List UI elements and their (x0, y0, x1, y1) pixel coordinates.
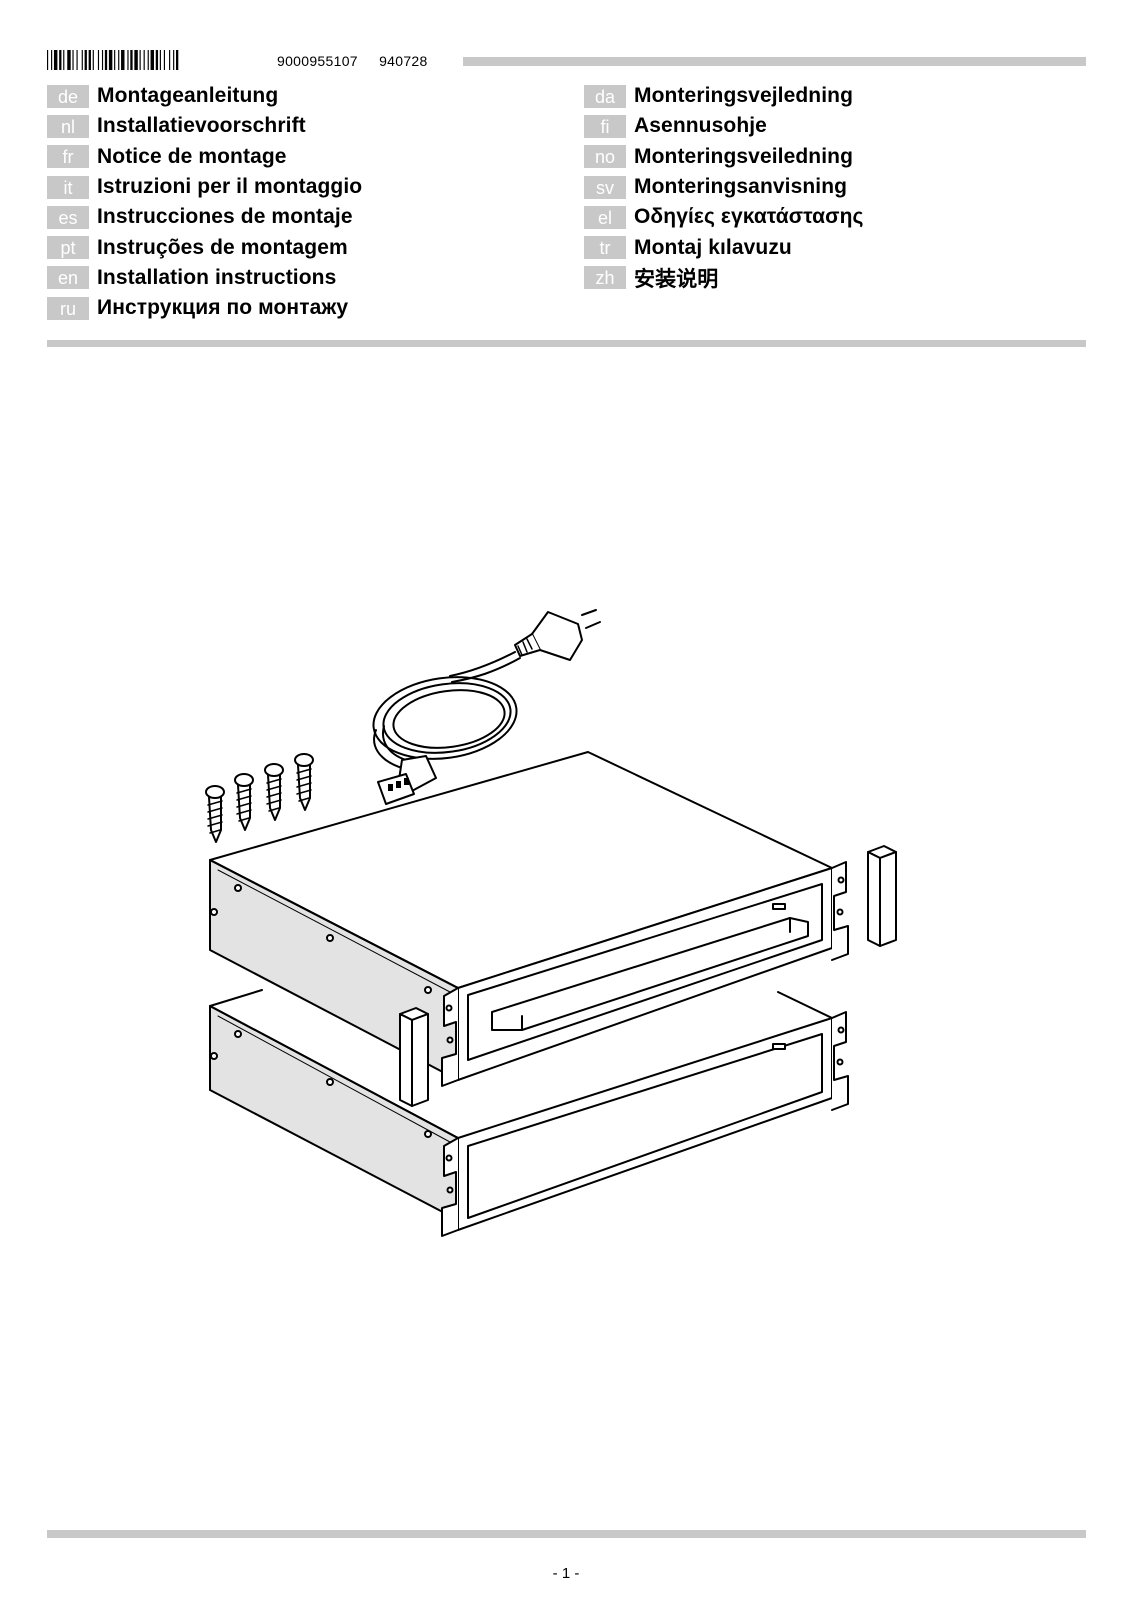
language-code-badge: el (584, 205, 626, 229)
footer-divider (47, 1530, 1086, 1538)
list-item: pt Instruções de montagem (47, 232, 362, 262)
language-code-badge: de (47, 84, 89, 108)
language-title: Notice de montage (97, 144, 287, 168)
list-item: fr Notice de montage (47, 142, 362, 172)
revision-code: 940728 (379, 53, 428, 69)
language-code-badge: fi (584, 114, 626, 138)
language-code-badge: ru (47, 296, 89, 320)
list-item: es Instrucciones de montaje (47, 202, 362, 232)
list-item: ru Инструкция по монтажу (47, 293, 362, 323)
language-title: Monteringsveiledning (634, 144, 854, 168)
list-item: no Monteringsveiledning (584, 142, 864, 172)
language-code-badge: tr (584, 236, 626, 260)
product-illustration (205, 609, 897, 1237)
language-title: 安装说明 (634, 267, 719, 291)
language-code-badge: it (47, 175, 89, 199)
language-title: Montageanleitung (97, 84, 279, 108)
list-item: tr Montaj kılavuzu (584, 232, 864, 262)
language-list-left: de Montageanleitung nl Installatievoorsc… (47, 81, 362, 323)
list-item: nl Installatievoorschrift (47, 111, 362, 141)
document-numbers: 9000955107 940728 (277, 53, 445, 69)
language-code-badge: es (47, 205, 89, 229)
list-item: da Monteringsvejledning (584, 81, 864, 111)
list-item: sv Monteringsanvisning (584, 172, 864, 202)
language-list-right: da Monteringsvejledning fi Asennusohje n… (584, 81, 864, 293)
drawer-unit-illustration (209, 751, 849, 1087)
list-item: en Installation instructions (47, 263, 362, 293)
part-number: 9000955107 (277, 53, 358, 69)
header-divider-bottom (47, 340, 1086, 347)
language-title: Montaj kılavuzu (634, 235, 792, 259)
language-code-badge: pt (47, 236, 89, 260)
list-item: el Οδηγίες εγκατάστασης (584, 202, 864, 232)
power-cord-illustration (372, 609, 601, 805)
language-title: Instrucciones de montaje (97, 205, 353, 229)
language-title: Monteringsanvisning (634, 175, 848, 199)
language-code-badge: en (47, 266, 89, 290)
language-code-badge: nl (47, 114, 89, 138)
language-code-badge: da (584, 84, 626, 108)
language-code-badge: sv (584, 175, 626, 199)
language-title: Installation instructions (97, 265, 337, 289)
header-divider-top (463, 57, 1086, 66)
screws-illustration (205, 753, 314, 843)
list-item: fi Asennusohje (584, 111, 864, 141)
language-title: Asennusohje (634, 114, 767, 138)
language-title: Monteringsvejledning (634, 84, 854, 108)
language-title: Οδηγίες εγκατάστασης (634, 205, 864, 229)
base-unit-illustration (209, 989, 849, 1237)
language-code-badge: fr (47, 145, 89, 169)
list-item: it Istruzioni per il montaggio (47, 172, 362, 202)
barcode (47, 50, 179, 70)
language-code-badge: no (584, 145, 626, 169)
language-title: Istruzioni per il montaggio (97, 175, 363, 199)
list-item: zh 安装说明 (584, 263, 864, 293)
page-number: - 1 - (552, 1565, 580, 1582)
language-title: Instruções de montagem (97, 235, 348, 259)
language-title: Installatievoorschrift (97, 114, 306, 138)
language-code-badge: zh (584, 266, 626, 290)
spacer-blocks-illustration (399, 845, 897, 1107)
list-item: de Montageanleitung (47, 81, 362, 111)
language-title: Инструкция по монтажу (97, 296, 349, 320)
